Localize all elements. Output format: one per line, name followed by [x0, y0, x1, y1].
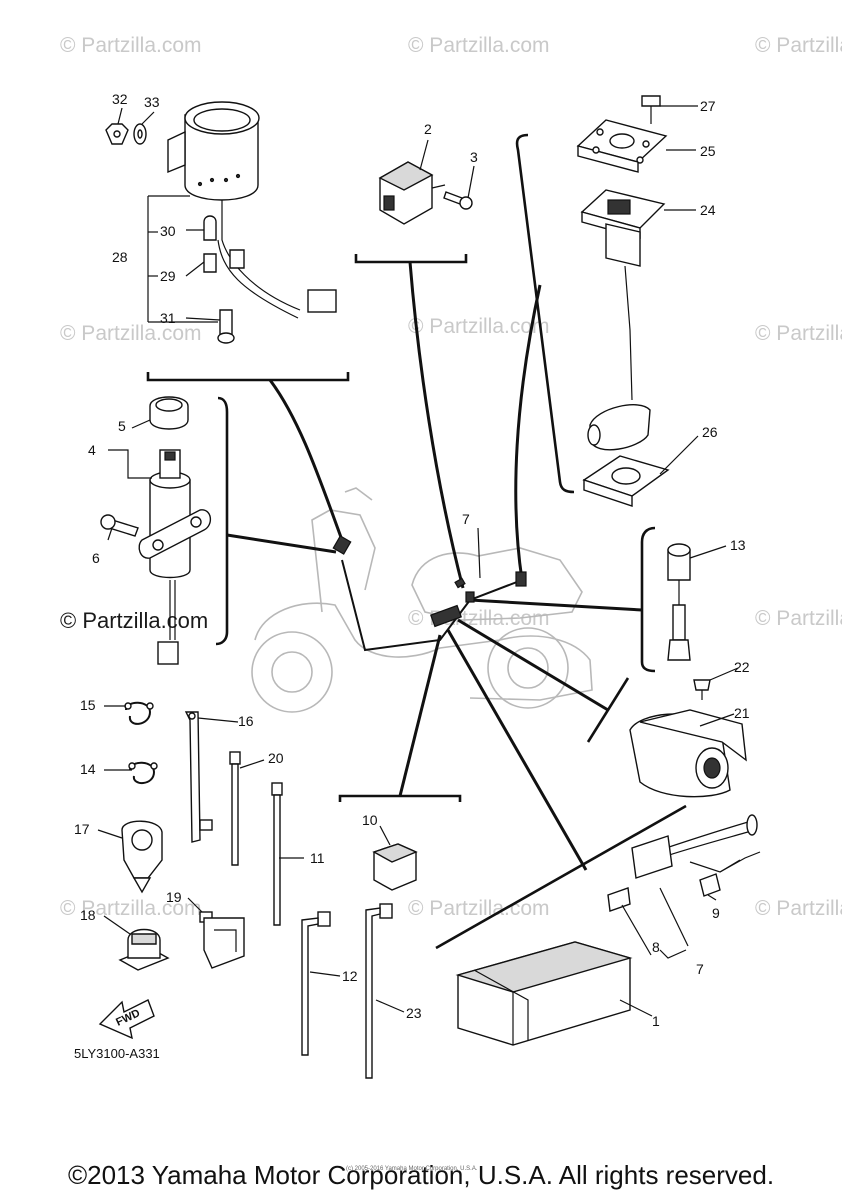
part-22-grommet [693, 679, 711, 700]
callout-12: 12 [342, 968, 358, 984]
part-8-connector [607, 887, 631, 912]
callout-3: 3 [470, 149, 478, 165]
part-9-connector [699, 873, 721, 897]
callout-22: 22 [734, 659, 750, 675]
callout-29: 29 [160, 268, 176, 284]
leader-lines [226, 261, 643, 871]
callout-8: 8 [652, 939, 660, 955]
callout-9: 9 [712, 905, 720, 921]
part-18-holder [118, 928, 170, 971]
small-copyright: (c) 2005-2016 Yamaha Motor Corporation, … [346, 1166, 478, 1172]
group-brackets [146, 133, 687, 950]
part-30-bulb [203, 215, 217, 241]
part-13-sensor [667, 543, 691, 661]
callout-2: 2 [424, 121, 432, 137]
callout-16: 16 [238, 713, 254, 729]
watermark-text: © Partzilla.com [408, 315, 550, 338]
callout-13: 13 [730, 537, 746, 553]
scooter-outline [251, 487, 593, 713]
part-4-main-switch [138, 449, 211, 665]
watermark-text: © Partzilla.com [60, 34, 202, 57]
part-10-relay [372, 843, 418, 891]
callout-10: 10 [362, 812, 378, 828]
part-29-socket [203, 249, 245, 273]
watermarks: © Partzilla.com © Partzilla.com © Partzi… [60, 34, 842, 920]
watermark-text: © Partzilla.com [755, 897, 842, 920]
watermark-text: © Partzilla.com [408, 897, 550, 920]
callout-28: 28 [112, 249, 128, 265]
callout-15: 15 [80, 697, 96, 713]
callout-26: 26 [702, 424, 718, 440]
watermark-text: © Partzilla.com [408, 34, 550, 57]
callout-11: 11 [310, 850, 325, 866]
watermark-text: © Partzilla.com [408, 607, 550, 630]
callout-31: 31 [160, 310, 176, 326]
part-1-control-unit [455, 941, 633, 1046]
callout-23: 23 [406, 1005, 422, 1021]
part-20-cable-tie [229, 751, 241, 866]
callout-33: 33 [144, 94, 160, 110]
part-7-harness [631, 814, 761, 879]
part-14-clamp [128, 761, 158, 784]
part-33-washer [133, 123, 147, 145]
part-15-clamp [124, 701, 154, 725]
watermark-text: © Partzilla.com [755, 34, 842, 57]
callout-7-harness: 7 [696, 961, 704, 977]
part-11-cable-tie [271, 782, 283, 926]
copyright-footer: ©2013 Yamaha Motor Corporation, U.S.A. A… [67, 1160, 775, 1190]
callout-27: 27 [700, 98, 716, 114]
callout-6: 6 [92, 550, 100, 566]
part-19-holder [199, 911, 245, 969]
part-28-meter-assembly [147, 101, 337, 323]
part-31-screw [217, 309, 235, 344]
callout-32: 32 [112, 91, 128, 107]
watermark-text: © Partzilla.com [60, 897, 202, 920]
part-16-stay [184, 711, 213, 843]
callout-17: 17 [74, 821, 90, 837]
diagram-code: 5LY3100-A331 [74, 1046, 160, 1061]
callout-25: 25 [700, 143, 716, 159]
callout-7-vehicle: 7 [462, 511, 470, 527]
callout-14: 14 [80, 761, 96, 777]
part-17-clamp [121, 820, 163, 894]
callout-30: 30 [160, 223, 176, 239]
callout-18: 18 [80, 907, 96, 923]
callout-4: 4 [88, 442, 96, 458]
part-2-relay [378, 161, 446, 225]
watermark-prominent: © Partzilla.com [60, 608, 208, 633]
watermark-text: © Partzilla.com [60, 322, 202, 345]
forward-arrow: FWD [98, 999, 155, 1040]
callout-5: 5 [118, 418, 126, 434]
part-5-cap [149, 396, 189, 430]
watermark-text: © Partzilla.com [755, 607, 842, 630]
watermark-text: © Partzilla.com [755, 322, 842, 345]
callout-19: 19 [166, 889, 182, 905]
part-25-gasket [576, 119, 668, 173]
part-6-bolt [100, 514, 139, 537]
part-26-float [582, 404, 670, 507]
callout-1: 1 [652, 1013, 660, 1029]
callout-leaders [97, 105, 739, 1017]
callout-20: 20 [268, 750, 284, 766]
callout-24: 24 [700, 202, 716, 218]
part-3-screw [443, 191, 473, 210]
part-24-fuel-sender [580, 189, 666, 401]
part-23-cable-tie [365, 903, 393, 1079]
part-32-nut [105, 123, 129, 145]
vehicle-connectors [332, 535, 527, 628]
part-21-horn [629, 709, 747, 798]
callout-21: 21 [734, 705, 750, 721]
callout-labels: 1 2 3 4 5 6 7 7 8 9 10 11 12 13 14 15 16… [74, 91, 750, 1029]
part-12-cable-tie [301, 911, 331, 1056]
part-27-screw [641, 95, 661, 124]
